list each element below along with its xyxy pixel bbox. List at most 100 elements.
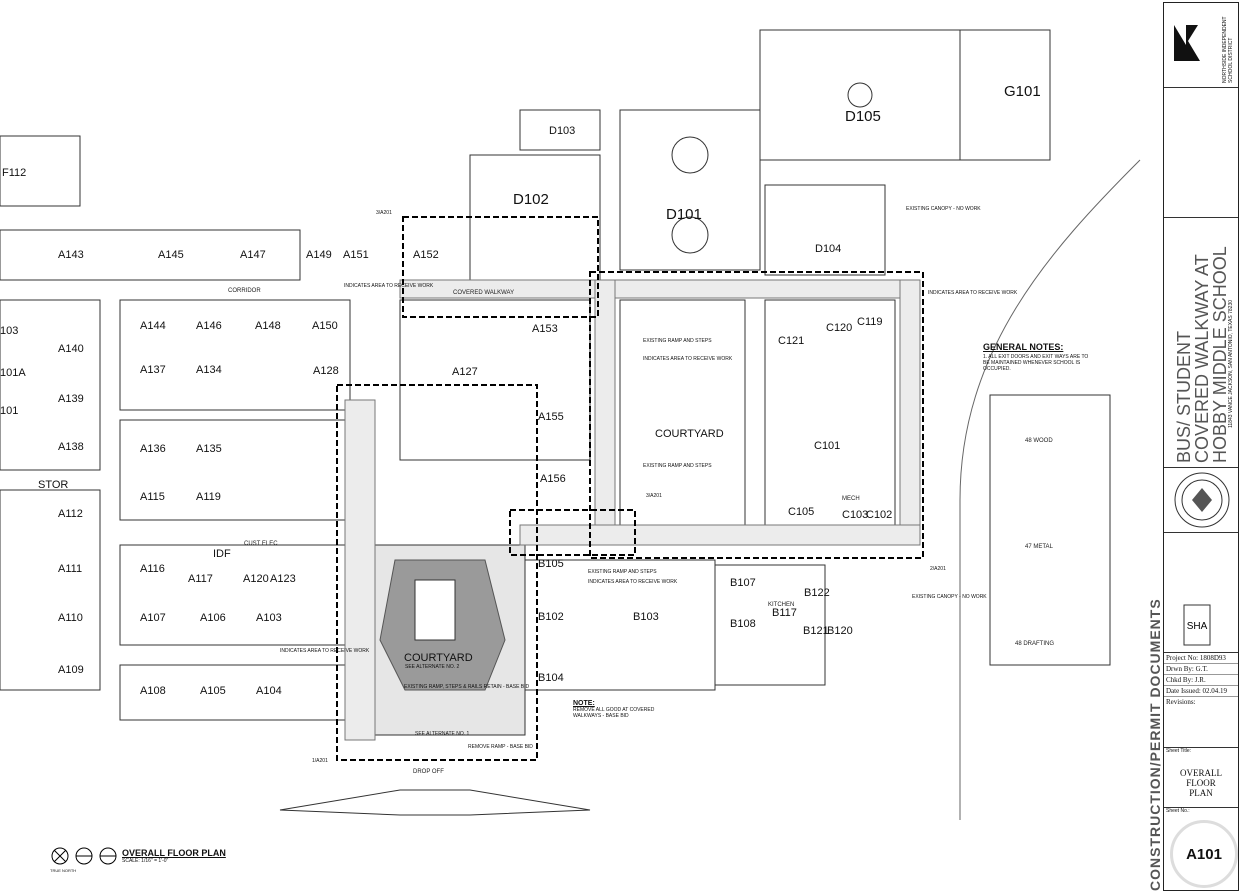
- label-corridor: CORRIDOR: [228, 288, 261, 294]
- building-f-wing: [0, 135, 81, 207]
- callouts: INDICATES AREA TO RECEIVE WORK INDICATES…: [280, 206, 1018, 764]
- room-label-a139: A139: [58, 393, 84, 405]
- revisions-row: Revisions:: [1164, 697, 1238, 707]
- doc-strip-label: CONSTRUCTION/PERMIT DOCUMENTS: [1147, 598, 1163, 891]
- room-label-a151: A151: [343, 249, 369, 261]
- drawn-by-row: Drwn By: G.T.: [1164, 664, 1238, 675]
- building-d103: [519, 109, 601, 151]
- room-label-a112: A112: [58, 508, 83, 520]
- road-east: [959, 159, 1141, 820]
- title-block: NORTHSIDE INDEPENDENT SCHOOL DISTRICT BU…: [1163, 2, 1239, 891]
- room-label-a145: A145: [158, 249, 184, 261]
- room-label-a147: A147: [240, 249, 266, 261]
- label-drop-off: DROP OFF: [413, 769, 444, 775]
- sheet-title-cell: Sheet Title: OVERALL FLOOR PLAN: [1164, 748, 1238, 808]
- room-label-b106: B107: [730, 577, 756, 589]
- drop-off-canopy: [279, 789, 591, 816]
- room-label-a109: A109: [58, 664, 84, 676]
- room-label-a134: A134: [196, 364, 222, 376]
- callout-indicates-area-2: INDICATES AREA TO RECEIVE WORK: [928, 290, 1018, 296]
- north-label: TRUE NORTH: [50, 868, 77, 873]
- firm-cell: SHA: [1164, 533, 1238, 653]
- room-label-a128: A128: [313, 365, 339, 377]
- room-label-b115: B117: [772, 607, 797, 619]
- callout-existing-canopy-2: EXISTING CANOPY - NO WORK: [912, 594, 987, 600]
- note-heading: NOTE:: [573, 700, 595, 707]
- label-courtyard-left: COURTYARD: [404, 652, 473, 664]
- room-label-b101: B103: [633, 611, 659, 623]
- callout-existing-ramp-1: EXISTING RAMP AND STEPS: [643, 338, 712, 344]
- architect-seal-icon: [1174, 472, 1230, 528]
- room-label-a153: A153: [532, 323, 558, 335]
- room-label-c102: C102: [866, 509, 892, 521]
- court-circle-north: [671, 136, 709, 174]
- project-no-label: Project No:: [1166, 654, 1199, 662]
- label-wood: 48 WOOD: [1025, 438, 1053, 444]
- general-notes-text: 1. ALL EXIT DOORS AND EXIT WAYS ARE TO B…: [983, 354, 1089, 372]
- view-number-icon: [99, 847, 117, 865]
- date-value: 02.04.19: [1202, 687, 1228, 695]
- building-d104: [764, 184, 886, 276]
- room-label-a152: A152: [413, 249, 439, 261]
- drawn-by-value: G.T.: [1195, 665, 1208, 673]
- room-label-a123: A123: [270, 573, 296, 585]
- room-label-a137: A137: [140, 364, 166, 376]
- gym-d105: [759, 29, 961, 161]
- seal-cell: [1164, 468, 1238, 533]
- floor-plan-drawing: F112 A143 A145 A147 A149 A151 A152 A153 …: [0, 29, 1141, 820]
- firm-logo-text: SHA: [1187, 621, 1208, 632]
- room-label-a116: A116: [140, 563, 165, 575]
- callout-existing-ramp-2: EXISTING RAMP AND STEPS: [643, 463, 712, 469]
- room-label-c120: C120: [826, 322, 852, 334]
- room-label-b107: B108: [730, 618, 756, 630]
- room-label-a110: A110: [58, 612, 83, 624]
- room-label-d103: D103: [549, 125, 575, 137]
- room-label-a119: A119: [196, 491, 221, 503]
- room-label-a105: A105: [200, 685, 226, 697]
- work-area-boundary-4: [509, 509, 636, 556]
- work-area-boundary-3: [336, 384, 538, 761]
- drawing-title: OVERALL FLOOR PLAN: [122, 848, 226, 858]
- project-no-value: 1808D93: [1199, 654, 1226, 662]
- label-metal: 47 METAL: [1025, 544, 1054, 550]
- room-label-stor: STOR: [38, 479, 68, 491]
- room-label-c119: C119: [857, 316, 882, 328]
- blank-cell: [1164, 88, 1238, 218]
- covered-walkway-center: [594, 279, 616, 541]
- district-cell: NORTHSIDE INDEPENDENT SCHOOL DISTRICT: [1164, 3, 1238, 88]
- wing-a-north: [0, 229, 301, 281]
- callout-indicates-area-5: INDICATES AREA TO RECEIVE WORK: [280, 648, 370, 654]
- general-notes: GENERAL NOTES: 1. ALL EXIT DOORS AND EXI…: [983, 342, 1093, 372]
- room-label-d104: D104: [815, 243, 841, 255]
- room-label-d105: D105: [845, 108, 881, 125]
- courtyard-left-feature: [414, 579, 456, 641]
- checked-by-row: Chkd By: J.R.: [1164, 675, 1238, 686]
- label-see-alt-1: SEE ALTERNATE NO. 1: [415, 731, 469, 737]
- label-cust-elec: CUST ELEC: [244, 541, 278, 547]
- label-kitchen: KITCHEN: [768, 602, 794, 608]
- project-no-row: Project No: 1808D93: [1164, 653, 1238, 664]
- wing-a-west-1: [0, 299, 101, 471]
- wing-a-block-2: [119, 419, 351, 521]
- room-label-c103: C103: [842, 509, 868, 521]
- sheet-title: OVERALL FLOOR PLAN: [1180, 768, 1222, 798]
- label-covered-walkway: COVERED WALKWAY: [453, 290, 514, 296]
- callout-existing-canopy-1: EXISTING CANOPY - NO WORK: [906, 206, 981, 212]
- gym-d101: [619, 109, 761, 271]
- callout-ref-3-a: 3/A201: [376, 210, 392, 216]
- court-circle-d105: [847, 82, 873, 108]
- room-label-c105: C105: [788, 506, 814, 518]
- room-label-a138: A138: [58, 441, 84, 453]
- district-logo-icon: [1174, 25, 1200, 61]
- courtyard-center: [619, 299, 746, 526]
- label-see-alt-2: SEE ALTERNATE NO. 2: [405, 664, 459, 670]
- project-cell: BUS/ STUDENT COVERED WALKWAY AT HOBBY MI…: [1164, 218, 1238, 468]
- callout-indicates-area-3: INDICATES AREA TO RECEIVE WORK: [643, 356, 733, 362]
- drawing-scale: SCALE: 1/16" = 1'-0": [122, 858, 169, 864]
- note-block: NOTE: REMOVE ALL GOOD AT COVERED WALKWAY…: [573, 700, 663, 719]
- work-area-boundary-1: [402, 216, 599, 318]
- callout-ref-1: 1/A201: [312, 758, 328, 764]
- checked-by-label: Chkd By:: [1166, 676, 1194, 684]
- wing-a-block-3: [119, 544, 351, 646]
- drawing-title-legend: OVERALL FLOOR PLAN SCALE: 1/16" = 1'-0": [50, 846, 226, 866]
